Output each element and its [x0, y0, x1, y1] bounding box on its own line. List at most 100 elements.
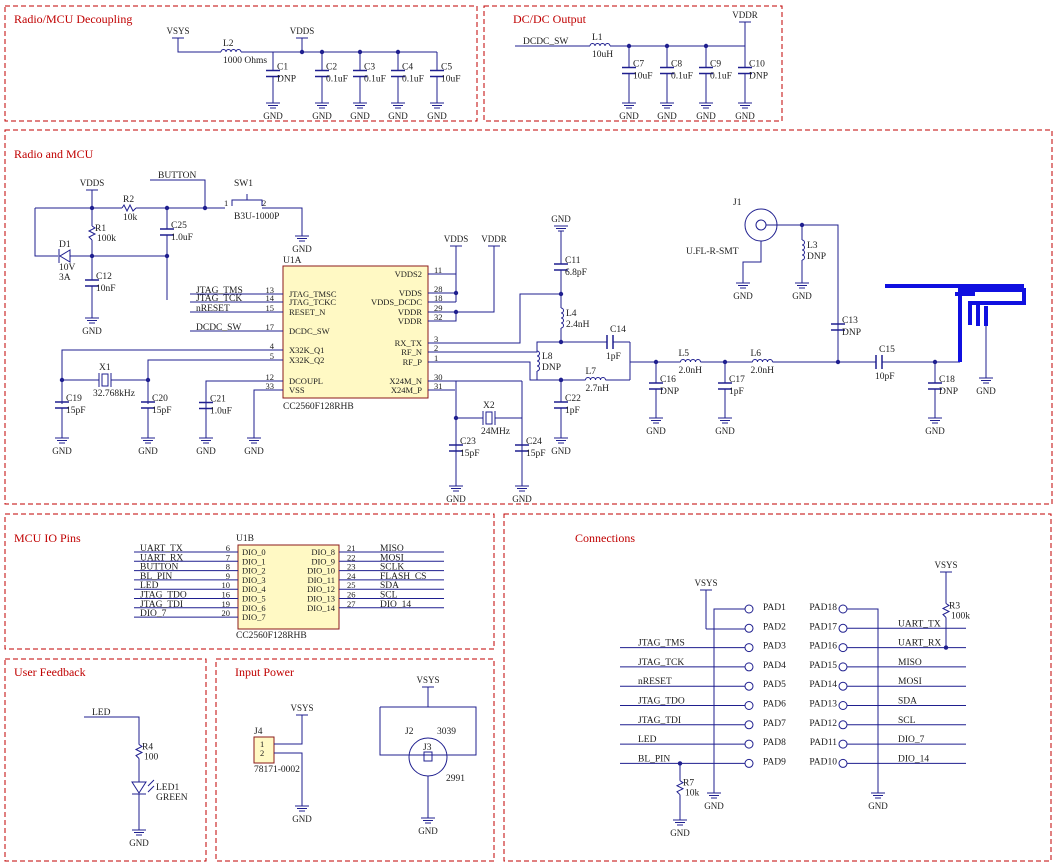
value-label: DNP — [939, 387, 958, 397]
pad-label: PAD9 — [763, 757, 786, 767]
pad-circle — [744, 758, 754, 768]
wire — [456, 246, 495, 313]
antenna-trace — [958, 288, 1026, 362]
inductor: L62.0nH — [725, 349, 800, 376]
pin-number: 2 — [434, 343, 438, 353]
ref-label: C10 — [749, 60, 765, 70]
value-label: GREEN — [156, 793, 188, 803]
ref-label: L5 — [679, 349, 690, 359]
pin-name: RX_TX — [395, 338, 422, 348]
gnd-label: GND — [418, 826, 438, 836]
power-label: VSYS — [416, 675, 439, 685]
section-title: Radio/MCU Decoupling — [14, 12, 132, 26]
net-label: LED — [140, 581, 159, 591]
value-label: 10k — [123, 213, 138, 223]
ground-symbol: GND — [138, 430, 158, 456]
pin-number: 9 — [226, 571, 230, 581]
pad-circle — [838, 739, 848, 749]
ref-label: R4 — [142, 743, 153, 753]
ground-symbol: GND — [350, 95, 370, 121]
pin-number: 8 — [226, 562, 230, 572]
value-label: 3A — [59, 273, 71, 283]
pad-circle — [744, 739, 754, 749]
ground-symbol: GND — [551, 214, 571, 240]
pin-number: 10 — [222, 580, 231, 590]
ref-label: C23 — [460, 437, 476, 447]
ic-u1b-body — [237, 544, 340, 630]
pin-number: 20 — [222, 608, 231, 618]
ref-label: C5 — [441, 63, 452, 73]
pin-number: 15 — [266, 303, 275, 313]
pin-name: X24M_P — [391, 385, 422, 395]
ref-label: C16 — [660, 375, 676, 385]
power-port: VDDR — [481, 234, 507, 247]
ground-symbol: GND — [619, 95, 639, 121]
net-label: FLASH_CS — [380, 572, 426, 582]
gnd-label: GND — [292, 814, 312, 824]
gnd-label: GND — [696, 111, 716, 121]
pad-label: PAD5 — [763, 680, 786, 690]
wire — [34, 208, 58, 257]
section-border — [4, 5, 478, 122]
gnd-label: GND — [646, 426, 666, 436]
pin-name: VSS — [289, 385, 305, 395]
pad-label: PAD13 — [809, 700, 837, 710]
net-label: BL_PIN — [140, 572, 172, 582]
value-label: 2.4nH — [566, 320, 590, 330]
part-label: 3039 — [437, 727, 456, 737]
junction-dot — [202, 205, 208, 211]
pad-circle — [744, 604, 754, 614]
power-label: VDDR — [732, 10, 758, 20]
ref-label: LED1 — [156, 783, 179, 793]
value-label: 1.0uF — [210, 407, 232, 417]
net-label: SCLK — [380, 563, 404, 573]
net-label: JTAG_TCK — [196, 294, 242, 304]
power-port: VSYS — [934, 560, 958, 573]
value-label: 100k — [97, 234, 116, 244]
power-label: VDDR — [481, 234, 507, 244]
ref-label: J4 — [254, 727, 263, 737]
pin-number: 12 — [266, 372, 275, 382]
pad-label: PAD14 — [809, 680, 837, 690]
section-border — [4, 658, 207, 862]
ref-label: J1 — [733, 198, 742, 208]
net-label: DIO_7 — [140, 609, 167, 619]
net-label: BL_PIN — [638, 754, 670, 764]
inductor: L42.4nH — [560, 294, 590, 342]
section-title: Connections — [575, 531, 635, 545]
value-label: DNP — [277, 75, 296, 85]
gnd-label: GND — [446, 494, 466, 504]
pad-label: PAD12 — [809, 719, 837, 729]
gnd-label: GND — [670, 828, 690, 838]
capacitor: C40.1uF — [391, 52, 424, 95]
wire — [379, 706, 477, 756]
pin-name: X32K_Q2 — [289, 355, 324, 365]
connector-j4-body — [253, 736, 275, 764]
ic-ref: U1B — [236, 534, 254, 544]
ref-label: C20 — [152, 394, 168, 404]
gnd-label: GND — [427, 111, 447, 121]
net-label: JTAG_TDO — [638, 697, 685, 707]
value-label: 2.0nH — [679, 366, 703, 376]
value-label: 100 — [144, 753, 159, 763]
ref-label: X1 — [99, 363, 111, 373]
ground-symbol: GND — [733, 275, 753, 301]
resistor-zigzag — [941, 603, 951, 618]
ref-label: C3 — [364, 63, 375, 73]
ground-symbol: GND — [646, 410, 666, 436]
pin-name: DCOUPL — [289, 376, 323, 386]
pin-number: 32 — [434, 312, 443, 322]
gnd-label: GND — [657, 111, 677, 121]
pin-number: 1 — [224, 198, 228, 208]
switch-actuator — [231, 199, 263, 206]
net-label: MISO — [898, 658, 922, 668]
net-label: BUTTON — [140, 563, 178, 573]
part-label: U.FL-R-SMT — [686, 247, 739, 257]
pad-circle — [744, 681, 754, 691]
pin-number: 5 — [270, 351, 274, 361]
